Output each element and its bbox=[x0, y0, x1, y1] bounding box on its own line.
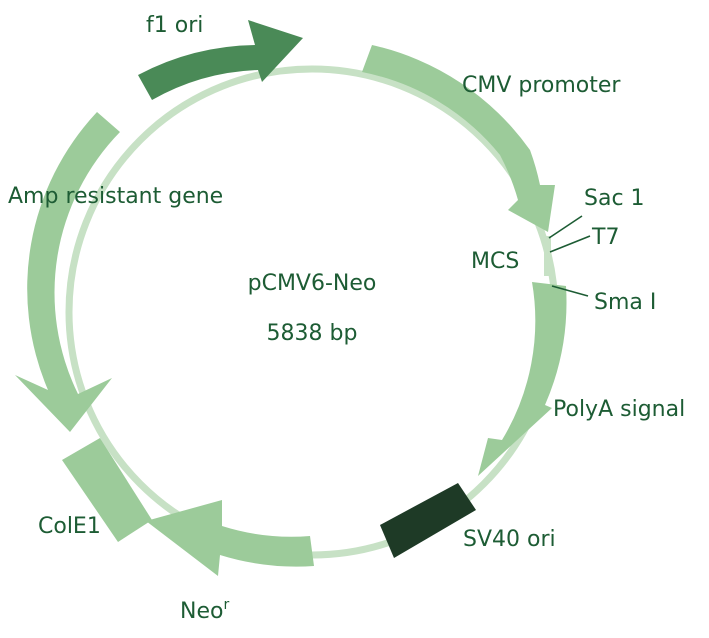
neo-label-text: Neo bbox=[180, 599, 223, 624]
cmv-promoter-label: CMV promoter bbox=[462, 73, 621, 98]
sma1-label: Sma I bbox=[594, 290, 656, 315]
plasmid-name: pCMV6-Neo bbox=[248, 271, 377, 296]
mcs-region bbox=[544, 236, 551, 276]
sma1-tick bbox=[551, 285, 589, 297]
neo-superscript: r bbox=[223, 597, 229, 613]
mcs-label: MCS bbox=[471, 249, 519, 274]
cole1-label: ColE1 bbox=[38, 514, 101, 539]
sac1-label: Sac 1 bbox=[584, 186, 645, 211]
neo-label: Neor bbox=[180, 597, 229, 624]
f1-ori-label: f1 ori bbox=[146, 13, 203, 38]
cole1-block bbox=[62, 438, 152, 542]
neo-arrow bbox=[146, 500, 314, 576]
plasmid-size: 5838 bp bbox=[267, 321, 358, 346]
sv40-ori-label: SV40 ori bbox=[463, 527, 556, 552]
t7-tick bbox=[549, 235, 591, 253]
amp-resistant-gene-arrow bbox=[15, 112, 120, 432]
amp-resistant-gene-label: Amp resistant gene bbox=[8, 184, 223, 209]
sac1-tick bbox=[548, 215, 583, 239]
polya-signal-label: PolyA signal bbox=[553, 397, 685, 422]
t7-label: T7 bbox=[591, 225, 619, 250]
f1-ori-arrow bbox=[138, 20, 303, 100]
polya-signal-arrow bbox=[478, 282, 567, 476]
cmv-promoter-arrow bbox=[362, 45, 555, 232]
sv40-ori-block bbox=[380, 483, 476, 558]
plasmid-backbone bbox=[65, 65, 559, 559]
